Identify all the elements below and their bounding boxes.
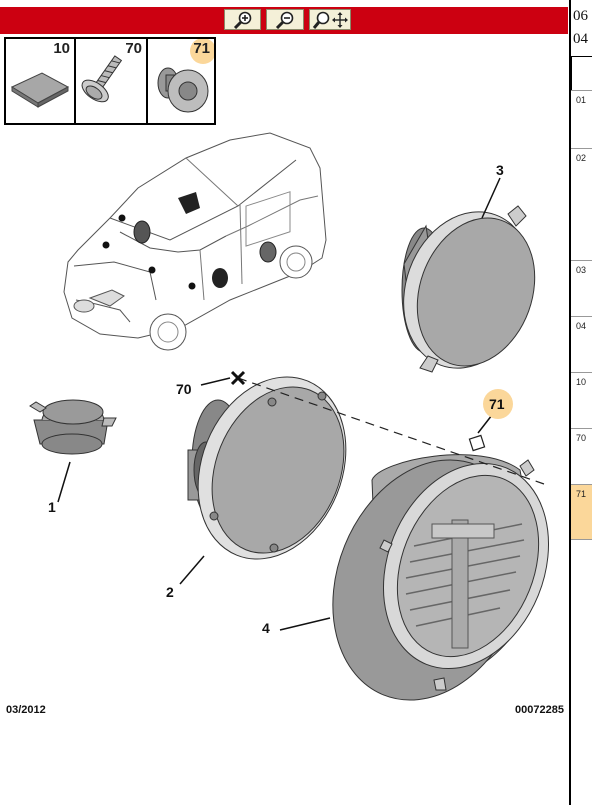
pane-divider[interactable]	[569, 0, 571, 805]
clip-position-71	[468, 434, 486, 452]
part-tweeter	[29, 399, 117, 455]
highlight-marker-71	[483, 389, 513, 419]
callout-4[interactable]: 4	[262, 620, 270, 636]
diagram-code: 00072285	[515, 704, 564, 716]
callout-71[interactable]: 71	[489, 396, 505, 412]
row-number: 01	[576, 95, 587, 105]
side-column-header	[571, 56, 592, 90]
thumbnail-number: 71	[193, 40, 210, 57]
exploded-diagram: 1 2 3 4 70 71	[29, 132, 550, 701]
callout-3[interactable]: 3	[496, 162, 504, 178]
part-speaker-3	[401, 205, 536, 373]
thumbnail-71[interactable]: 71	[148, 39, 214, 123]
zoom-in-icon	[233, 11, 251, 29]
zoom-out-button[interactable]	[266, 9, 304, 30]
row-number: 70	[576, 433, 587, 443]
thumbnail-70[interactable]: 70	[76, 39, 148, 123]
screw-icon	[81, 55, 123, 103]
row-number: 03	[576, 265, 587, 275]
zoom-toolbar	[0, 7, 568, 34]
row-number: 02	[576, 153, 587, 163]
row-number: 71	[576, 489, 587, 499]
part-thumbnails: 10 70	[4, 37, 216, 125]
side-header-line1: 06	[573, 8, 588, 24]
speaker-locations	[102, 192, 277, 290]
assembly-axis	[237, 377, 545, 485]
parts-row[interactable]: 03	[571, 260, 592, 316]
part-speaker-2	[187, 376, 347, 560]
van-illustration	[63, 132, 327, 351]
row-number: 10	[576, 377, 587, 387]
zoom-in-button[interactable]	[224, 9, 261, 30]
leader-lines	[57, 177, 501, 631]
parts-diagram-pane: 10 70	[0, 7, 568, 716]
diagram-date: 03/2012	[6, 704, 46, 716]
clip-nut-icon	[157, 39, 214, 113]
thumbnail-number: 10	[53, 40, 70, 57]
part-housing-4	[332, 454, 550, 701]
pad-icon	[10, 72, 70, 108]
parts-row[interactable]: 01	[571, 90, 592, 148]
side-header-line2: 04	[573, 31, 588, 47]
parts-row[interactable]: 04	[571, 316, 592, 372]
parts-row-selected[interactable]: 71	[571, 484, 592, 540]
parts-row[interactable]: 70	[571, 428, 592, 484]
parts-row[interactable]: 10	[571, 372, 592, 428]
row-number: 04	[576, 321, 587, 331]
callout-70[interactable]: 70	[176, 381, 192, 397]
screw-position-70	[230, 370, 246, 386]
parts-list-panel: 06 04 01 02 03 04 10 70 71	[571, 0, 592, 805]
parts-row[interactable]: 02	[571, 148, 592, 260]
callout-2[interactable]: 2	[166, 584, 174, 600]
zoom-move-icon	[312, 11, 348, 29]
callout-1[interactable]: 1	[48, 499, 56, 515]
thumbnail-number: 70	[125, 40, 142, 57]
zoom-out-icon	[275, 11, 294, 29]
highlight-marker	[190, 39, 214, 64]
zoom-move-button[interactable]	[309, 9, 351, 30]
thumbnail-10[interactable]: 10	[6, 39, 76, 123]
